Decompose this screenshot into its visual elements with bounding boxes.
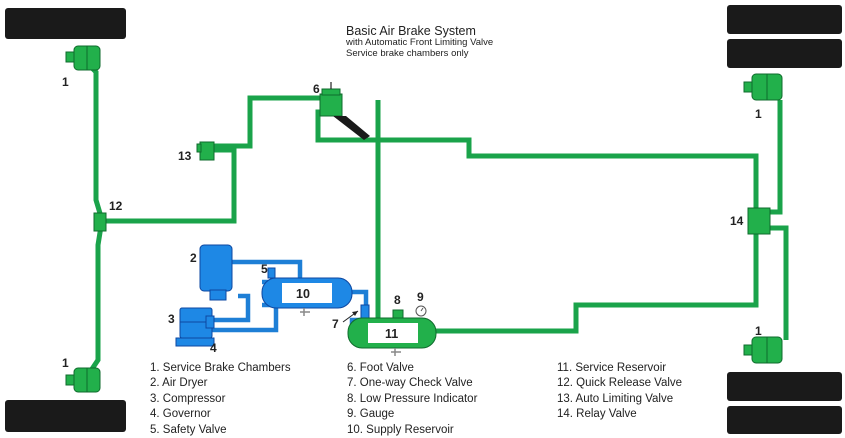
auto-limiting-valve xyxy=(196,141,215,161)
callout-1-rear-bottom: 1 xyxy=(755,324,762,338)
callout-13: 13 xyxy=(178,149,192,163)
legend-item: 10. Supply Reservoir xyxy=(347,423,454,436)
title-line-2: with Automatic Front Limiting Valve xyxy=(346,37,494,48)
title-main: Basic Air Brake System xyxy=(346,24,476,38)
callout-6: 6 xyxy=(313,82,320,96)
callout-8: 8 xyxy=(394,293,401,307)
callout-4: 4 xyxy=(210,341,217,355)
callout-1-front-top: 1 xyxy=(62,75,69,89)
legend-item: 12. Quick Release Valve xyxy=(557,377,683,390)
legend-column-3: 11. Service Reservoir 12. Quick Release … xyxy=(557,361,682,423)
gauge xyxy=(415,305,427,317)
callout-1-rear-top: 1 xyxy=(755,107,762,121)
legend-item: 2. Air Dryer xyxy=(150,377,208,390)
line-13-to-6 xyxy=(212,95,330,149)
legend-item: 7. One-way Check Valve xyxy=(347,377,473,390)
low-pressure-indicator xyxy=(392,309,404,319)
callout-7: 7 xyxy=(332,317,339,331)
legend-item: 5. Safety Valve xyxy=(150,423,227,436)
line-12-to-13 xyxy=(104,147,237,224)
legend-item: 11. Service Reservoir xyxy=(557,362,667,374)
front-tire-bottom xyxy=(5,400,126,432)
rear-brake-chamber-bottom xyxy=(743,336,783,364)
rear-tire-bottom-inner xyxy=(727,372,842,401)
legend-item: 14. Relay Valve xyxy=(557,408,637,421)
legend-item: 3. Compressor xyxy=(150,392,226,405)
callout-9: 9 xyxy=(417,290,424,304)
air-dryer xyxy=(199,244,233,301)
governor xyxy=(205,315,215,329)
line-11-to-14 xyxy=(436,232,759,334)
quick-release-valve xyxy=(93,212,107,232)
rear-tire-top-inner xyxy=(727,39,842,68)
rear-brake-chamber-top xyxy=(743,73,783,101)
safety-valve xyxy=(267,267,276,279)
service-reservoir xyxy=(347,317,437,356)
relay-to-rear-bottom xyxy=(770,225,789,340)
callout-3: 3 xyxy=(168,312,175,326)
callout-11: 11 xyxy=(385,327,398,341)
legend-item: 1. Service Brake Chambers xyxy=(150,362,291,374)
rear-tire-top-outer xyxy=(727,5,842,34)
front-brake-chamber-top xyxy=(65,45,101,71)
relay-to-rear-top xyxy=(770,100,783,215)
legend-column-2: 6. Foot Valve 7. One-way Check Valve 8. … xyxy=(347,361,477,438)
foot-valve xyxy=(319,82,370,140)
callout-12: 12 xyxy=(109,199,123,213)
line-governor-to-supply xyxy=(210,302,279,333)
rear-tire-bottom-outer xyxy=(727,406,842,434)
legend-item: 8. Low Pressure Indicator xyxy=(347,392,478,405)
callout-10: 10 xyxy=(296,287,310,301)
line-6-to-14 xyxy=(315,109,759,210)
supply-reservoir xyxy=(261,277,353,316)
title-line-3: Service brake chambers only xyxy=(346,47,469,59)
legend-item: 4. Governor xyxy=(150,408,211,421)
legend-item: 13. Auto Limiting Valve xyxy=(557,392,674,405)
relay-valve xyxy=(747,207,771,235)
callout-1-front-bottom: 1 xyxy=(62,356,69,370)
legend-item: 9. Gauge xyxy=(347,408,395,421)
callout-14: 14 xyxy=(730,214,744,228)
front-brake-chamber-bottom xyxy=(65,367,101,393)
legend-item: 6. Foot Valve xyxy=(347,362,414,374)
callout-2: 2 xyxy=(190,251,197,265)
diagram-title: Basic Air Brake System with Automatic Fr… xyxy=(346,24,493,59)
front-tire-top xyxy=(5,8,126,39)
callout-5: 5 xyxy=(261,262,268,276)
legend-column-1: 1. Service Brake Chambers 2. Air Dryer 3… xyxy=(150,361,291,438)
line-compressor-to-dryer xyxy=(212,293,251,323)
